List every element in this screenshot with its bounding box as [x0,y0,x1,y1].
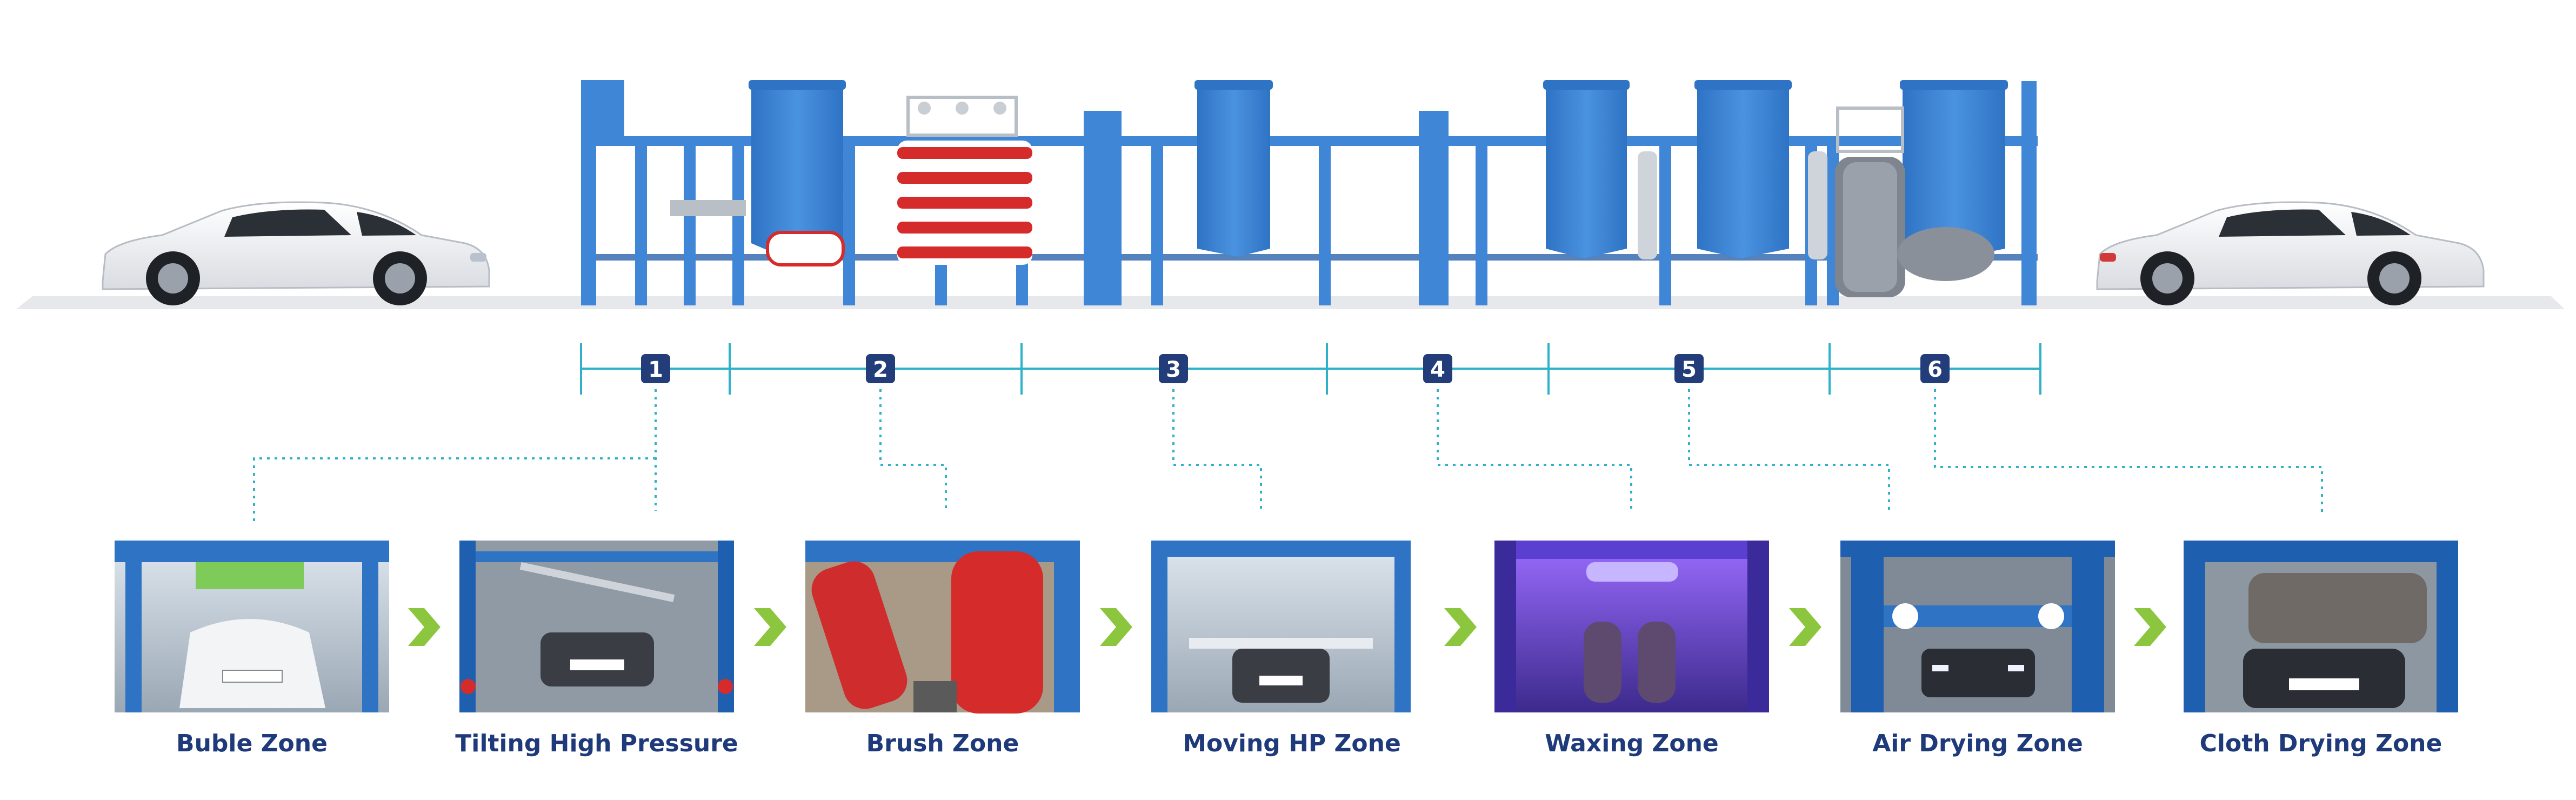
process-timeline [580,343,2041,395]
chevron-right-icon [1789,608,1821,646]
car-icon [102,201,490,305]
zone-label-waxing: Waxing Zone [1545,730,1719,757]
car-wash-machine-icon [581,80,2038,305]
brush-icon [897,96,1032,265]
step-badge-6: 6 [1920,354,1950,383]
car-icon [2096,201,2485,305]
chevron-right-icon [2134,608,2166,646]
svg-text:4: 4 [1430,357,1445,382]
zone-photo-tilting-high-pressure [459,541,734,712]
chevron-right-icon [1100,608,1132,646]
step-badges: 1 2 3 4 5 6 [641,354,1950,383]
zone-photo-buble [115,541,389,712]
connector-lines [253,389,2323,522]
svg-text:5: 5 [1681,357,1697,382]
zone-label-buble: Buble Zone [176,730,328,757]
zone-photo-moving-hp [1151,541,1424,712]
svg-text:1: 1 [648,357,663,382]
zone-label-moving-hp: Moving HP Zone [1183,730,1401,757]
zone-label-tilting-high-pressure: Tilting High Pressure [455,730,738,757]
step-badge-1: 1 [641,354,670,383]
chevron-right-icon [408,608,441,646]
zone-photo-air-drying [1840,541,2115,712]
svg-text:6: 6 [1927,357,1943,382]
zone-photo-cloth-drying [2184,541,2458,712]
svg-text:2: 2 [873,357,888,382]
step-badge-4: 4 [1423,354,1452,383]
zone-label-cloth-drying: Cloth Drying Zone [2199,730,2442,757]
zone-photo-waxing [1494,541,1769,712]
brush-icon [1835,106,1994,297]
ground-platform [16,296,2565,309]
step-badge-3: 3 [1159,354,1188,383]
chevron-right-icon [1444,608,1477,646]
step-badge-2: 2 [866,354,895,383]
zone-photo-brush [805,541,1080,714]
flow-arrows [408,608,2166,646]
zone-label-air-drying: Air Drying Zone [1872,730,2083,757]
step-badge-5: 5 [1674,354,1704,383]
svg-text:3: 3 [1166,357,1181,382]
zone-label-brush: Brush Zone [866,730,1019,757]
zone-photos [115,541,2458,714]
chevron-right-icon [754,608,786,646]
